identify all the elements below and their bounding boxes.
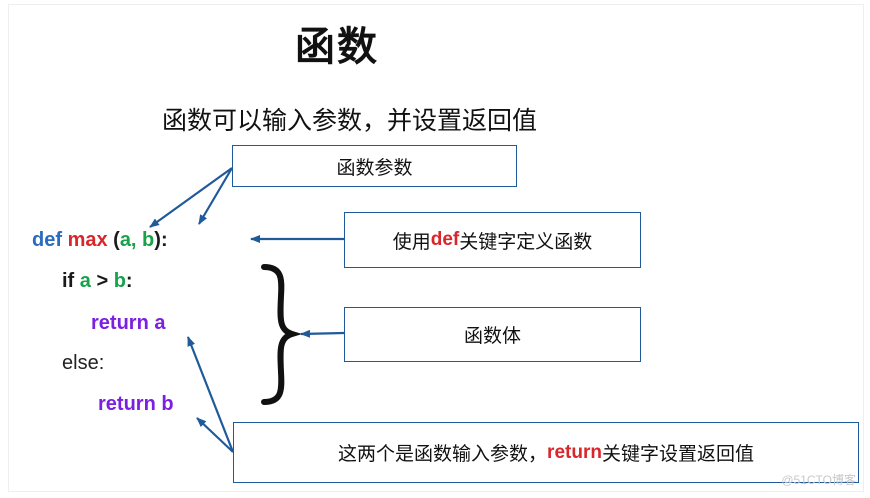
arrow-to-param-a [149,167,233,228]
watermark: @51CTO博客 [781,473,856,487]
if-keyword: if [62,270,75,292]
def-callout-pre: 使用 [392,231,431,253]
code-line-def: def max (a, b): [32,229,168,252]
diagram-subtitle: 函数可以输入参数，并设置返回值 [162,107,538,135]
return-callout-post: 关键字设置返回值 [601,444,754,465]
arrow-to-brace [300,329,345,338]
function-name: max [67,229,108,251]
gt-operator: > [90,270,114,292]
return-callout-pre: 这两个是函数输入参数， [338,444,548,465]
body-callout-text: 函数体 [463,326,521,347]
code-line-else: else: [62,352,105,374]
arrow-to-return-a [186,336,235,453]
arrow-to-param-b [198,167,233,225]
def-callout-box: 使用 def 关键字定义函数 [344,212,641,268]
if-operand-b: b [113,270,126,292]
code-line-if: if a > b: [62,270,133,293]
body-curly-brace [261,264,303,405]
close-paren: ): [154,229,168,251]
def-callout-keyword: def [430,229,460,250]
params-callout-text: 函数参数 [336,157,413,179]
param-b: b [136,229,155,251]
arrow-to-return-b [196,417,234,453]
figure-frame [8,4,864,492]
body-callout-box: 函数体 [344,307,641,362]
if-operand-a: a [74,270,91,292]
return-callout-box: 这两个是函数输入参数，return 关键字设置返回值 [233,422,859,483]
params-callout-box: 函数参数 [232,145,517,187]
open-paren: ( [107,229,120,251]
def-callout-post: 关键字定义函数 [459,231,593,253]
diagram-title: 函数 [295,25,379,69]
def-keyword: def [32,229,62,251]
return-callout-keyword: return [547,441,602,463]
code-line-return-b: return b [98,393,174,415]
code-line-return-a: return a [91,312,166,334]
param-a: a, [119,229,137,251]
if-colon: : [125,270,133,292]
